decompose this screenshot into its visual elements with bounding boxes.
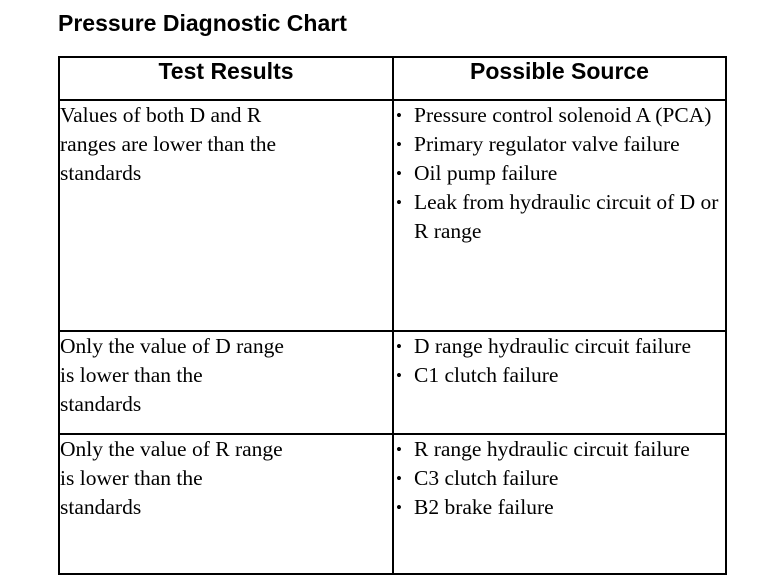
pressure-diagnostic-table: Test Results Possible Source Values of b… xyxy=(58,56,727,575)
list-item: • Leak from hydraulic circuit of D or R … xyxy=(394,188,725,246)
bullet-icon: • xyxy=(396,106,402,125)
possible-source-list: • R range hydraulic circuit failure • C3… xyxy=(394,435,725,522)
list-item-label: C1 clutch failure xyxy=(414,363,559,387)
possible-source-cell: • R range hydraulic circuit failure • C3… xyxy=(392,433,727,575)
list-item: • Primary regulator valve failure xyxy=(394,130,725,159)
test-result-cell: Only the value of R range is lower than … xyxy=(58,433,394,575)
column-header-possible-source: Possible Source xyxy=(392,56,727,101)
list-item-label: R range hydraulic circuit failure xyxy=(414,437,690,461)
page-title: Pressure Diagnostic Chart xyxy=(58,10,347,36)
bullet-icon: • xyxy=(396,469,402,488)
test-result-line: is lower than the xyxy=(60,466,203,490)
test-result-line: is lower than the xyxy=(60,363,203,387)
possible-source-cell: • Pressure control solenoid A (PCA) • Pr… xyxy=(392,99,727,332)
test-result-cell: Values of both D and R ranges are lower … xyxy=(58,99,394,332)
possible-source-list: • Pressure control solenoid A (PCA) • Pr… xyxy=(394,101,725,246)
table-row: Only the value of R range is lower than … xyxy=(58,433,727,575)
possible-source-cell: • D range hydraulic circuit failure • C1… xyxy=(392,330,727,435)
list-item-label: D range hydraulic circuit failure xyxy=(414,334,691,358)
table-row: Values of both D and R ranges are lower … xyxy=(58,99,727,332)
bullet-icon: • xyxy=(396,498,402,517)
bullet-icon: • xyxy=(396,135,402,154)
test-result-line: standards xyxy=(60,392,142,416)
list-item-label: Leak from hydraulic circuit of D or R ra… xyxy=(414,190,719,243)
table-header-row: Test Results Possible Source xyxy=(58,56,727,101)
list-item: • Pressure control solenoid A (PCA) xyxy=(394,101,725,130)
test-result-line: ranges are lower than the xyxy=(60,132,277,156)
list-item: • B2 brake failure xyxy=(394,493,725,522)
test-result-cell: Only the value of D range is lower than … xyxy=(58,330,394,435)
list-item: • R range hydraulic circuit failure xyxy=(394,435,725,464)
bullet-icon: • xyxy=(396,366,402,385)
list-item-label: Primary regulator valve failure xyxy=(414,132,680,156)
bullet-icon: • xyxy=(396,337,402,356)
list-item: • Oil pump failure xyxy=(394,159,725,188)
list-item: • C1 clutch failure xyxy=(394,361,725,390)
table-row: Only the value of D range is lower than … xyxy=(58,330,727,435)
bullet-icon: • xyxy=(396,164,402,183)
list-item-label: Pressure control solenoid A (PCA) xyxy=(414,103,712,127)
test-result-line: Only the value of R range xyxy=(60,437,283,461)
list-item-label: B2 brake failure xyxy=(414,495,554,519)
list-item: • D range hydraulic circuit failure xyxy=(394,332,725,361)
list-item-label: C3 clutch failure xyxy=(414,466,559,490)
bullet-icon: • xyxy=(396,193,402,212)
test-result-line: Only the value of D range xyxy=(60,334,284,358)
list-item-label: Oil pump failure xyxy=(414,161,558,185)
test-result-line: standards xyxy=(60,495,142,519)
column-header-test-results: Test Results xyxy=(58,56,394,101)
bullet-icon: • xyxy=(396,440,402,459)
test-result-line: Values of both D and R xyxy=(60,103,262,127)
possible-source-list: • D range hydraulic circuit failure • C1… xyxy=(394,332,725,390)
list-item: • C3 clutch failure xyxy=(394,464,725,493)
test-result-line: standards xyxy=(60,161,142,185)
